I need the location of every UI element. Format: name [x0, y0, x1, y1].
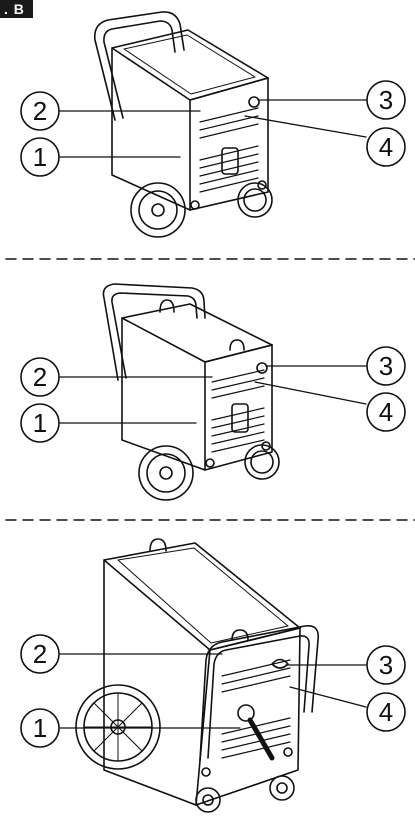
svg-text:3: 3: [379, 85, 393, 115]
svg-text:1: 1: [33, 713, 47, 743]
svg-text:2: 2: [33, 96, 47, 126]
callout-3: 3: [366, 346, 406, 386]
svg-text:1: 1: [33, 142, 47, 172]
svg-text:1: 1: [33, 408, 47, 438]
callout-3: 3: [366, 80, 406, 120]
callout-2: 2: [20, 91, 60, 131]
panel-3: 2 1 3 4: [20, 538, 406, 813]
leader-lines: [59, 99, 367, 158]
svg-text:2: 2: [33, 362, 47, 392]
panel-2: 2 1 3 4: [20, 283, 406, 501]
svg-text:4: 4: [379, 132, 393, 162]
callout-1: 1: [20, 403, 60, 443]
callout-4: 4: [366, 692, 406, 732]
welding-machine-illustration: [75, 538, 320, 813]
welding-machine-illustration: [93, 11, 273, 238]
welding-machine-illustration: [102, 283, 280, 501]
leader-lines: [59, 365, 367, 424]
svg-text:2: 2: [33, 639, 47, 669]
callout-4: 4: [366, 127, 406, 167]
leader-lines: [59, 653, 367, 729]
callout-1: 1: [20, 708, 60, 748]
svg-text:4: 4: [379, 697, 393, 727]
callout-2: 2: [20, 357, 60, 397]
callout-1: 1: [20, 137, 60, 177]
callout-4: 4: [366, 392, 406, 432]
svg-text:3: 3: [379, 351, 393, 381]
svg-text:4: 4: [379, 397, 393, 427]
callout-3: 3: [366, 645, 406, 685]
callout-2: 2: [20, 634, 60, 674]
figure-tag: . B: [0, 0, 33, 18]
svg-text:3: 3: [379, 650, 393, 680]
panel-1: 2 1 3 4: [20, 11, 406, 238]
